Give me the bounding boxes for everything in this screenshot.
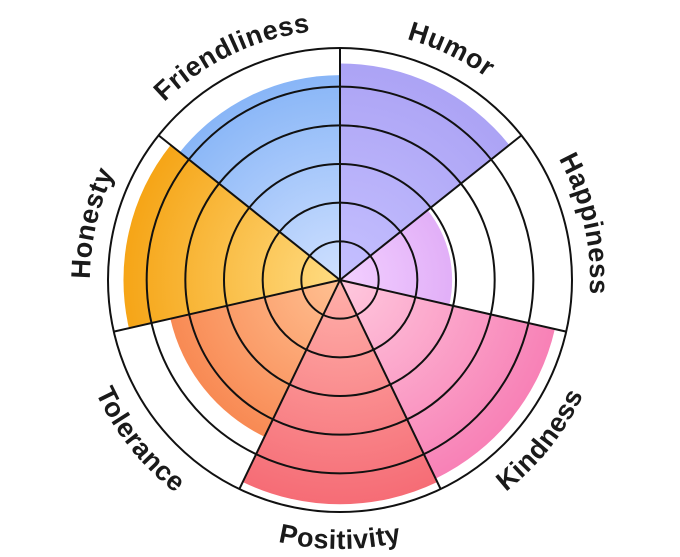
grid-spoke — [339, 134, 523, 281]
sector-positivity — [242, 280, 438, 505]
grid-layer — [107, 47, 573, 513]
sector-humor — [340, 63, 510, 280]
grid-spoke — [339, 279, 567, 333]
grid-spoke — [157, 134, 341, 281]
sector-happiness — [340, 210, 453, 305]
sector-kindness — [340, 280, 555, 479]
label-positivity: Positivity — [277, 518, 404, 555]
label-honesty: Honesty — [66, 163, 120, 280]
grid-spoke — [238, 279, 341, 490]
label-happiness: Happiness — [553, 148, 614, 295]
grid-spoke — [339, 279, 442, 490]
label-humor: Humor — [405, 16, 501, 83]
grid-spoke — [113, 279, 341, 333]
sector-friendliness — [179, 75, 340, 280]
